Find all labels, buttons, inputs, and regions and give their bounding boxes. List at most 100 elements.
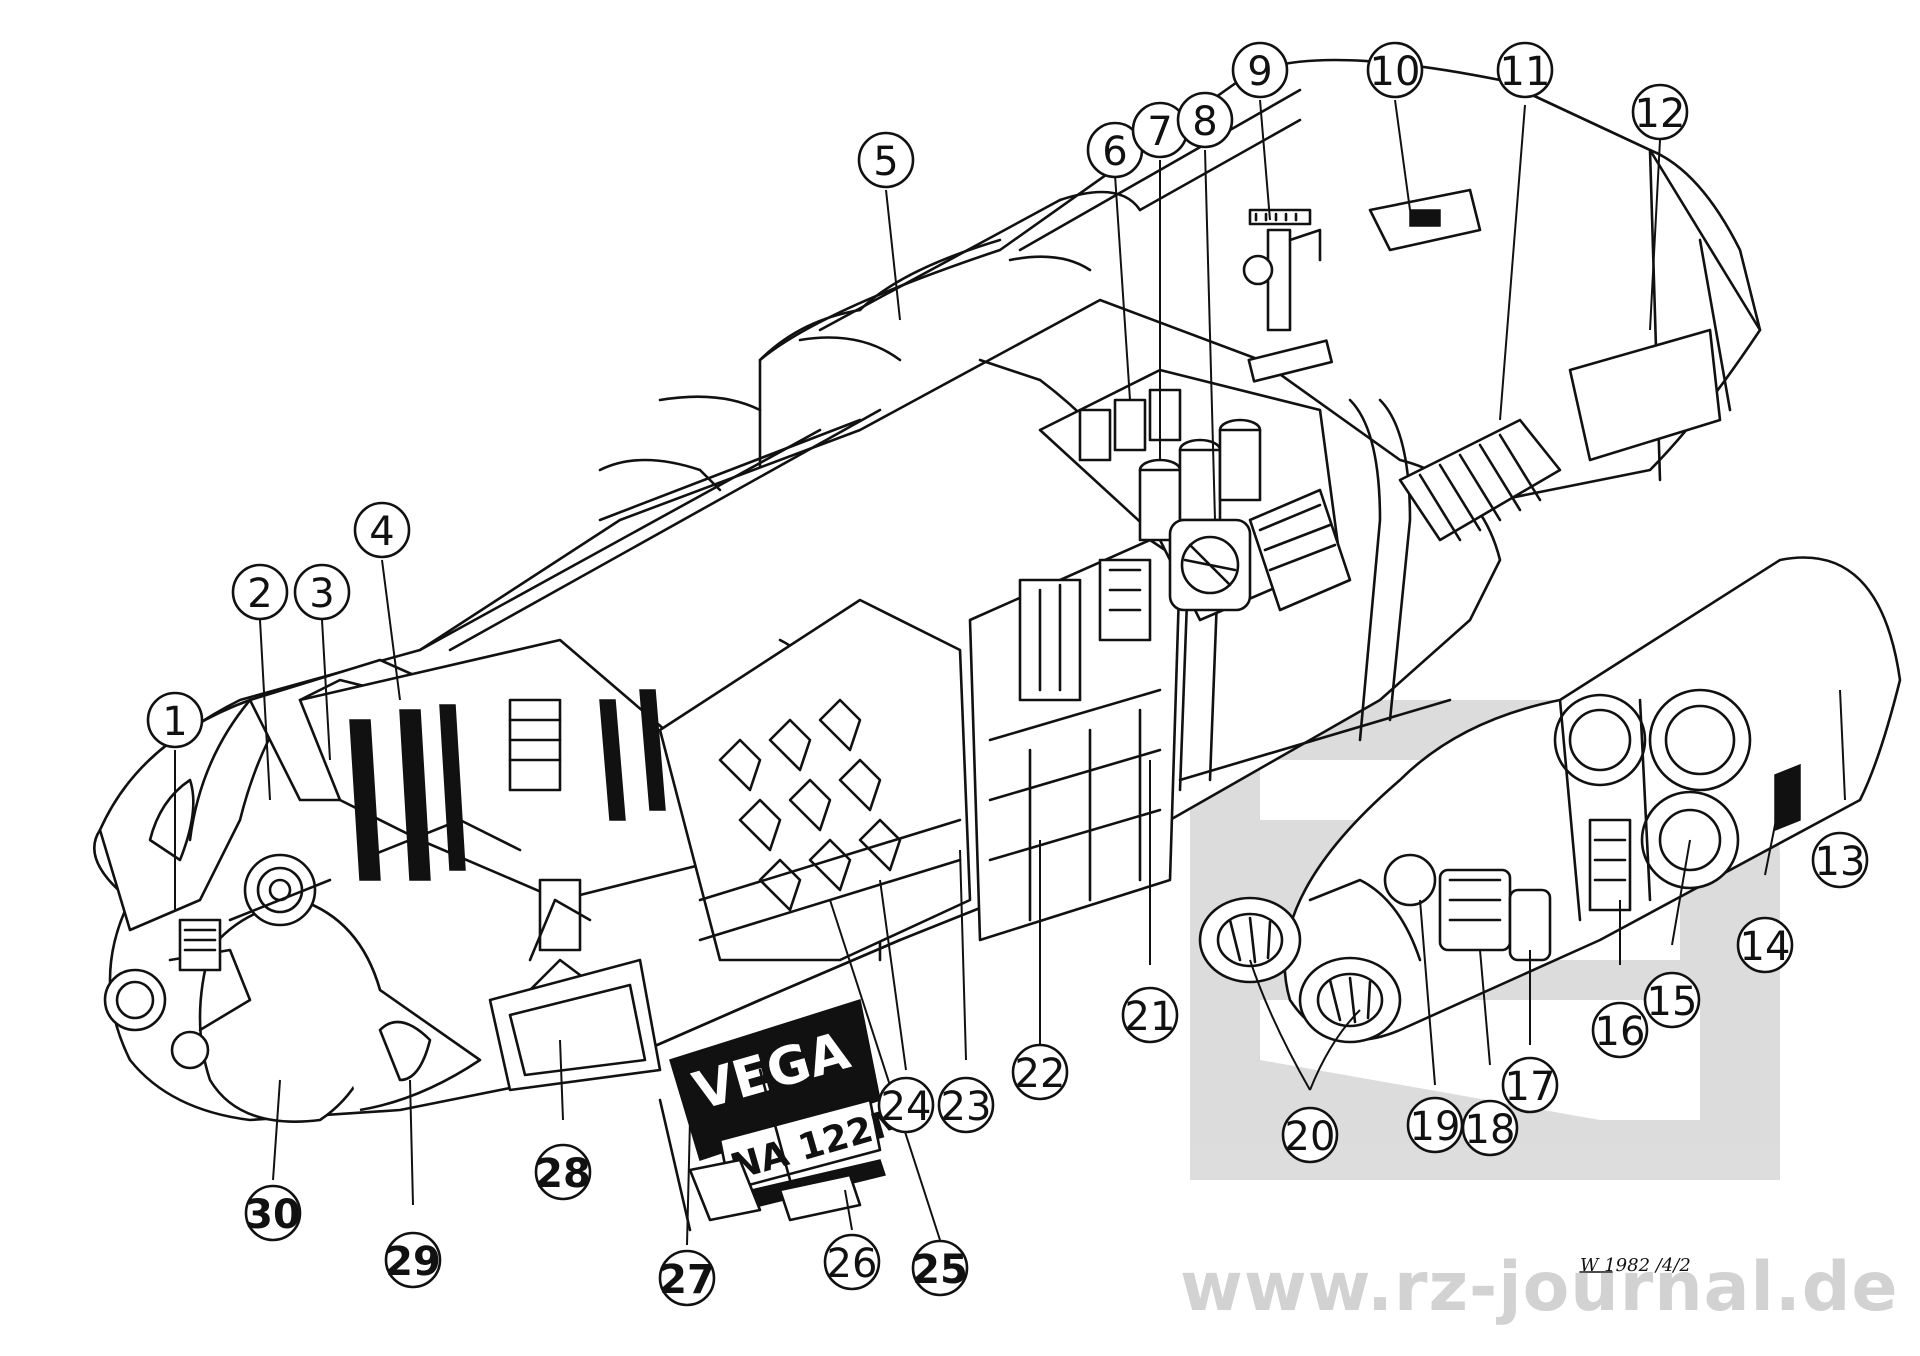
- rear-vent: [1398, 418, 1562, 542]
- callout-number: 26: [827, 1241, 878, 1287]
- callout-number: 30: [245, 1192, 301, 1238]
- callout-5: 5: [857, 131, 915, 189]
- callout-number: 8: [1192, 99, 1217, 145]
- callout-number: 13: [1815, 839, 1866, 885]
- callout-circle: [823, 1233, 881, 1291]
- antenna-mast: [1242, 208, 1334, 383]
- callout-number: 10: [1370, 49, 1421, 95]
- callout-26: 26: [823, 1233, 881, 1291]
- callout-11: 11: [1496, 41, 1554, 99]
- callout-number: 2: [247, 571, 272, 617]
- callout-circle: [1406, 1096, 1464, 1154]
- callout-23: 23: [937, 1076, 995, 1134]
- callout-number: 7: [1147, 109, 1172, 155]
- callout-13: 13: [1811, 831, 1869, 889]
- callout-circle: [857, 131, 915, 189]
- engine-nacelle: [1198, 556, 1902, 1044]
- callout-circle: [1281, 1106, 1339, 1164]
- callout-circle: [658, 1249, 716, 1307]
- callout-number: 19: [1410, 1104, 1461, 1150]
- callout-10: 10: [1366, 41, 1424, 99]
- callout-circle: [231, 563, 289, 621]
- callout-16: 16: [1591, 1001, 1649, 1059]
- callout-21: 21: [1121, 986, 1179, 1044]
- callout-number: 18: [1465, 1107, 1516, 1153]
- callout-circle: [877, 1076, 935, 1134]
- callout-number: 20: [1285, 1114, 1336, 1160]
- callout-number: 6: [1102, 129, 1127, 175]
- callout-number: 17: [1505, 1064, 1556, 1110]
- callout-number: 15: [1647, 979, 1698, 1025]
- callout-number: 16: [1595, 1009, 1646, 1055]
- callout-number: 9: [1247, 49, 1272, 95]
- callout-circle: [353, 501, 411, 559]
- callout-2: 2: [231, 563, 289, 621]
- callout-22: 22: [1011, 1043, 1069, 1101]
- callout-17: 17: [1501, 1056, 1559, 1114]
- callout-circle: [1176, 91, 1234, 149]
- callout-circle: [1643, 971, 1701, 1029]
- leader-lines: [174, 99, 1846, 1246]
- callout-circle: [1496, 41, 1554, 99]
- callout-number: 11: [1500, 49, 1551, 95]
- callout-number: 28: [535, 1151, 591, 1197]
- callout-circle: [1501, 1056, 1559, 1114]
- callout-circle: [1366, 41, 1424, 99]
- callout-circle: [244, 1184, 302, 1242]
- callout-circle: [534, 1143, 592, 1201]
- callout-circle: [1011, 1043, 1069, 1101]
- registration-panel: VEGA NA 122M: [658, 999, 912, 1232]
- side-hatch: [488, 958, 662, 1092]
- callout-30: 30: [244, 1184, 302, 1242]
- callout-15: 15: [1643, 971, 1701, 1029]
- passenger-cabin: [658, 598, 972, 962]
- callout-number: 5: [873, 139, 898, 185]
- callout-circle: [1631, 83, 1689, 141]
- callout-3: 3: [293, 563, 351, 621]
- callout-number: 21: [1125, 994, 1176, 1040]
- artist-signature: W 1982 /4/2: [1580, 1255, 1691, 1276]
- callout-circle: [293, 563, 351, 621]
- callout-number: 3: [309, 571, 334, 617]
- callout-number: 12: [1635, 91, 1686, 137]
- callout-number: 27: [659, 1257, 715, 1303]
- callout-circle: [1591, 1001, 1649, 1059]
- callout-circle: [1811, 831, 1869, 889]
- callout-number: 14: [1740, 924, 1791, 970]
- callout-4: 4: [353, 501, 411, 559]
- callout-20: 20: [1281, 1106, 1339, 1164]
- callout-27: 27: [658, 1249, 716, 1307]
- callout-14: 14: [1736, 916, 1794, 974]
- callout-29: 29: [384, 1231, 442, 1289]
- callout-circle: [937, 1076, 995, 1134]
- callout-19: 19: [1406, 1096, 1464, 1154]
- callout-number: 29: [385, 1239, 441, 1285]
- callout-28: 28: [534, 1143, 592, 1201]
- callout-circle: [1736, 916, 1794, 974]
- rear-window: [1568, 328, 1722, 462]
- watermark-url: www.rz-journal.de: [1180, 1248, 1899, 1327]
- callout-number: 24: [881, 1084, 932, 1130]
- callout-circle: [911, 1239, 969, 1297]
- callout-6: 6: [1086, 121, 1144, 179]
- callout-8: 8: [1176, 91, 1234, 149]
- callout-25: 25: [911, 1239, 969, 1297]
- mid-section: [968, 538, 1182, 942]
- top-hatch: [1368, 188, 1482, 252]
- callout-12: 12: [1631, 83, 1689, 141]
- callout-circle: [1231, 41, 1289, 99]
- callout-circle: [384, 1231, 442, 1289]
- callout-1: 1: [146, 691, 204, 749]
- callout-circle: [146, 691, 204, 749]
- callout-circle: [1121, 986, 1179, 1044]
- callout-24: 24: [877, 1076, 935, 1134]
- callout-18: 18: [1461, 1099, 1519, 1157]
- callout-9: 9: [1231, 41, 1289, 99]
- callout-number: 25: [912, 1247, 968, 1293]
- callout-7: 7: [1131, 101, 1189, 159]
- callout-number: 22: [1015, 1051, 1066, 1097]
- callout-number: 1: [162, 699, 187, 745]
